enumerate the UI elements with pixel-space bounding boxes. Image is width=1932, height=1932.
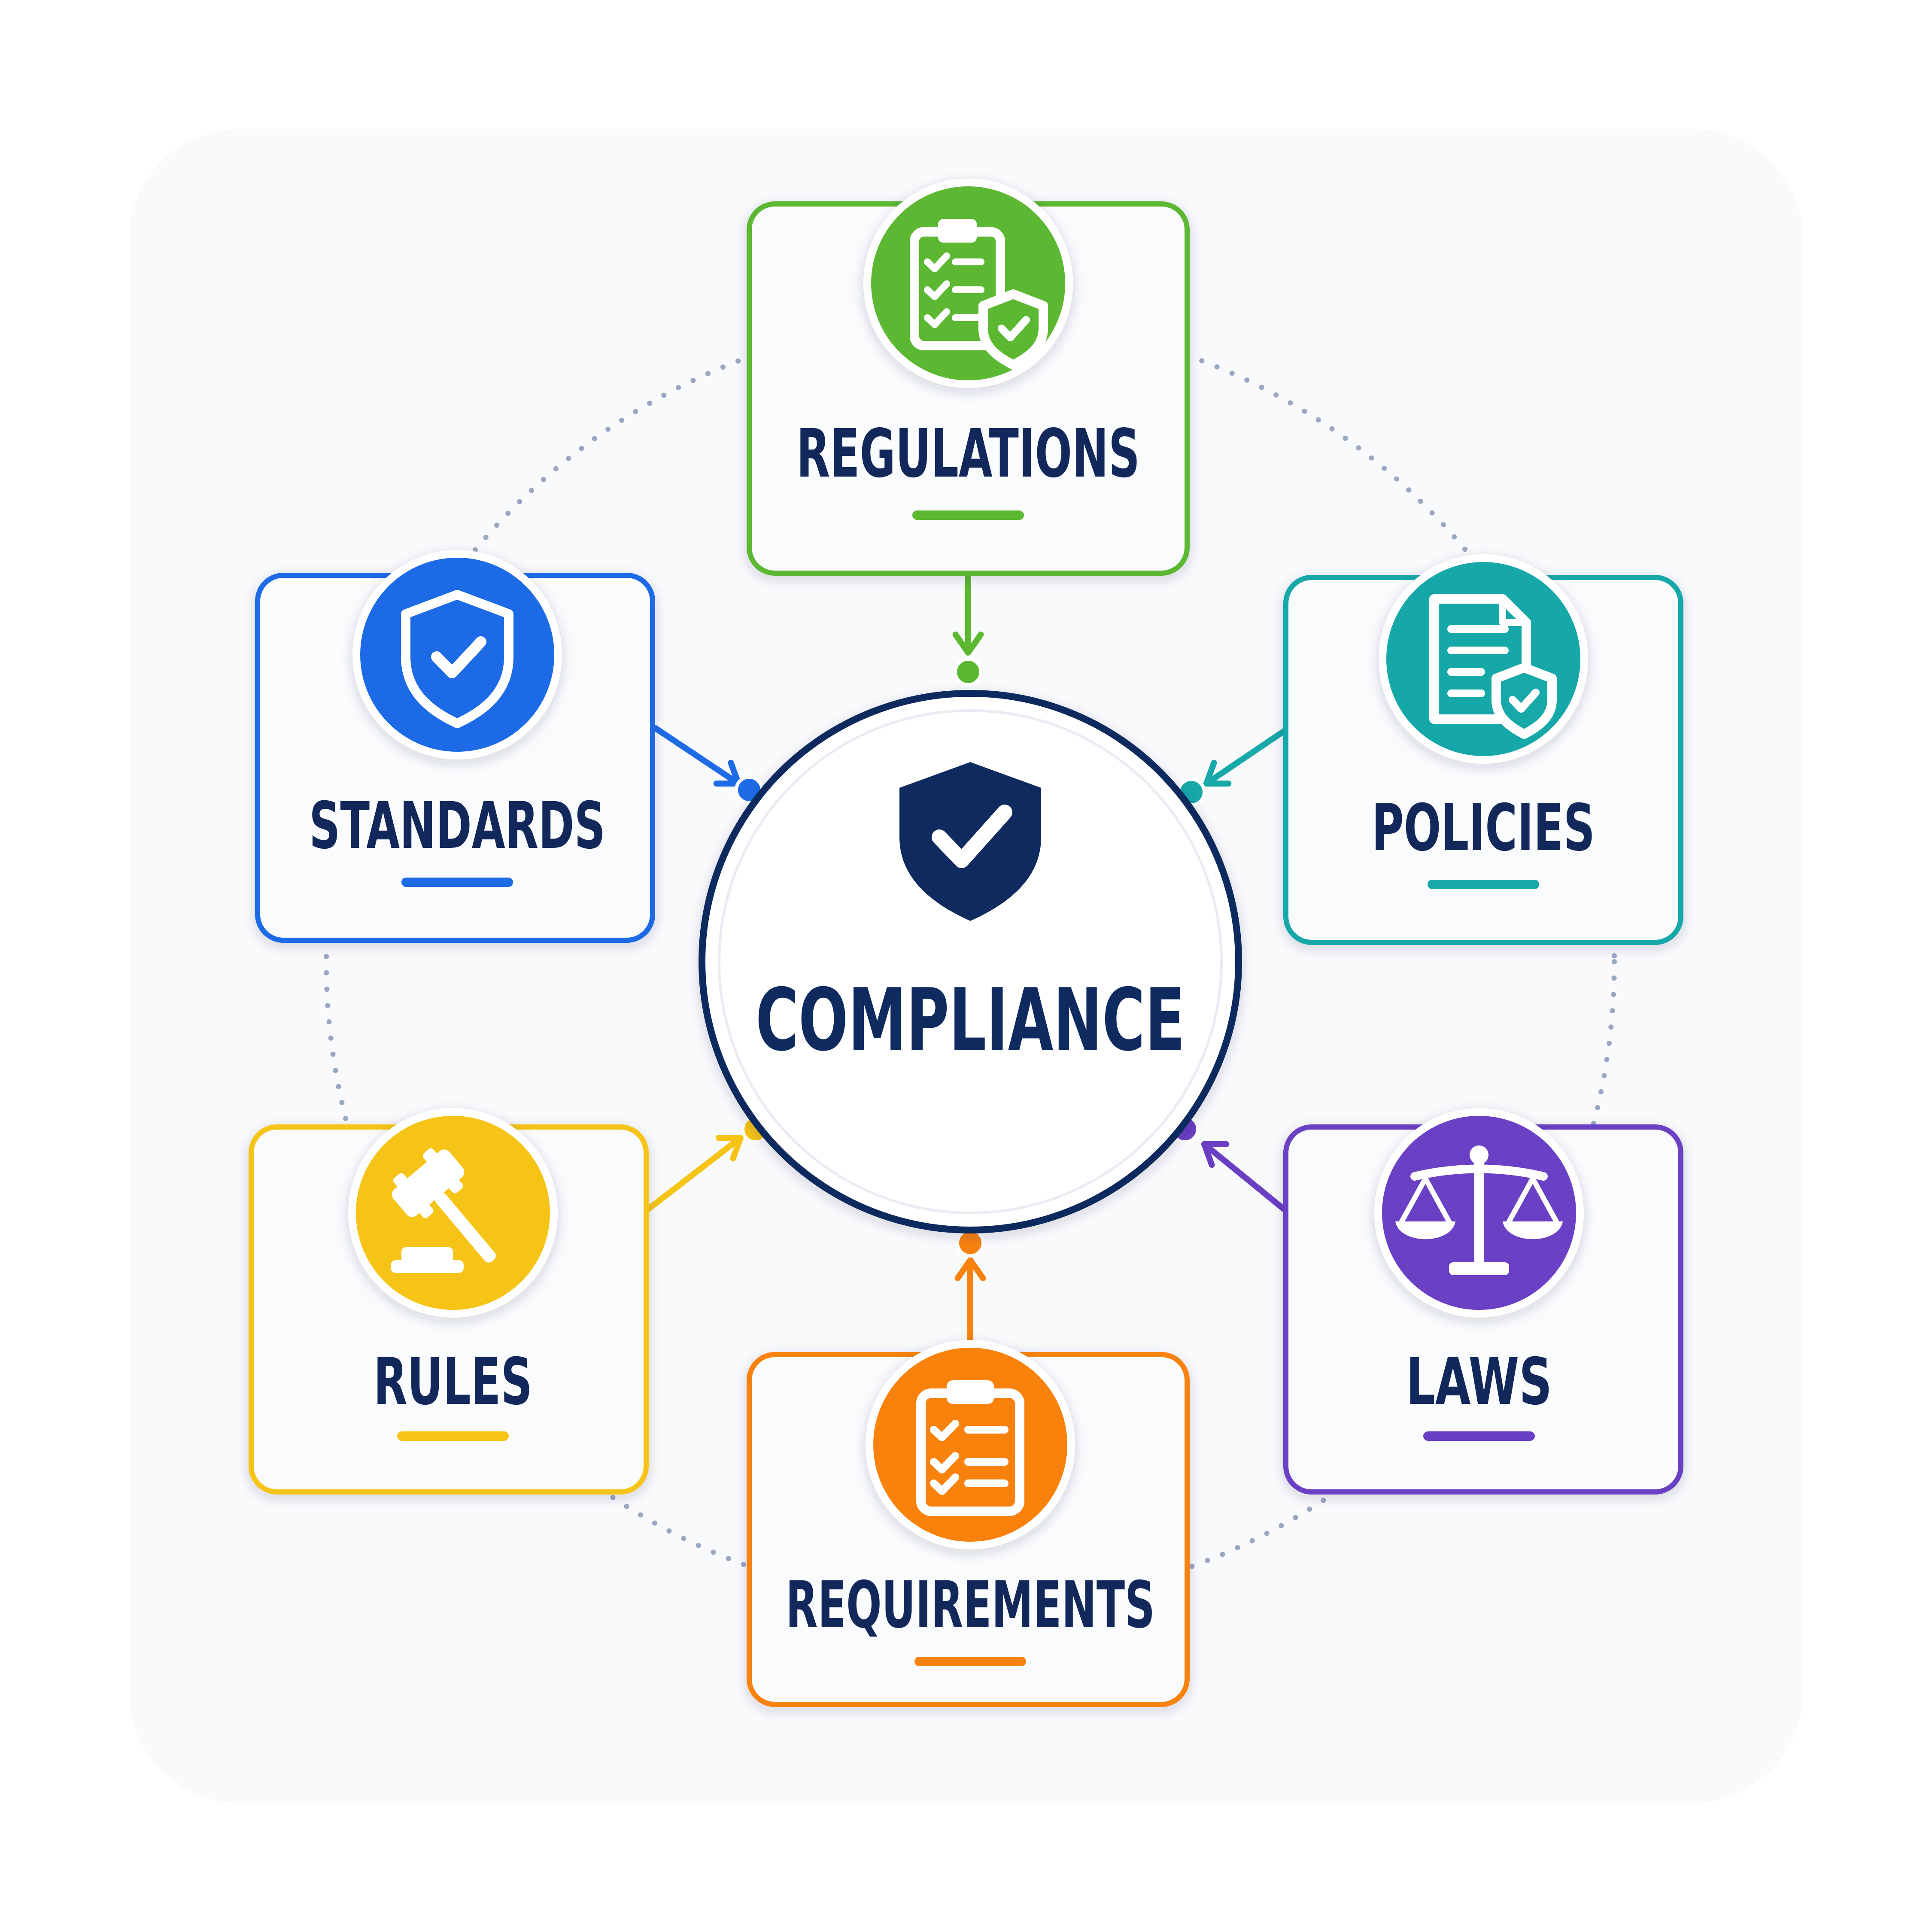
connector-standards xyxy=(652,725,764,805)
checklist-icon xyxy=(866,1340,1075,1549)
connector-dot-requirements xyxy=(956,1228,985,1258)
node-laws: LAWS xyxy=(1283,1108,1683,1495)
connector-rules xyxy=(643,1115,770,1214)
center-label: COMPLIANCE xyxy=(756,970,1185,1070)
clipboard-shield-icon xyxy=(863,179,1073,388)
document-shield-icon xyxy=(1379,554,1588,764)
node-label-requirements: REQUIREMENTS xyxy=(786,1568,1155,1643)
connector-laws xyxy=(1170,1115,1289,1214)
connector-dot-regulations xyxy=(954,657,983,687)
node-rules: RULES xyxy=(249,1108,649,1495)
node-label-policies: POLICIES xyxy=(1372,791,1595,866)
node-standards: STANDARDS xyxy=(255,550,655,943)
node-policies: POLICIES xyxy=(1283,554,1683,945)
node-underline-rules xyxy=(397,1431,509,1441)
dotted-outer-ring xyxy=(324,315,1617,1608)
node-underline-laws xyxy=(1423,1431,1535,1441)
node-boxes: REGULATIONS STANDARDS POLICIES RULES LAWS REQ… xyxy=(249,179,1683,1707)
connector-policies xyxy=(1177,727,1289,807)
gavel-icon xyxy=(348,1108,558,1318)
node-underline-policies xyxy=(1428,880,1539,889)
node-label-laws: LAWS xyxy=(1406,1345,1552,1419)
shield-check-icon xyxy=(899,762,1041,921)
scales-icon xyxy=(1374,1108,1584,1318)
node-label-rules: RULES xyxy=(374,1345,532,1419)
node-label-standards: STANDARDS xyxy=(309,789,605,863)
node-underline-standards xyxy=(401,878,513,887)
center-node: COMPLIANCE xyxy=(699,690,1242,1233)
node-requirements: REQUIREMENTS xyxy=(747,1340,1190,1707)
node-regulations: REGULATIONS xyxy=(747,179,1190,576)
node-underline-regulations xyxy=(912,510,1024,520)
node-label-regulations: REGULATIONS xyxy=(796,415,1140,492)
node-underline-requirements xyxy=(914,1657,1026,1666)
shield-check-icon xyxy=(352,550,562,759)
connector-requirements xyxy=(954,1228,986,1345)
